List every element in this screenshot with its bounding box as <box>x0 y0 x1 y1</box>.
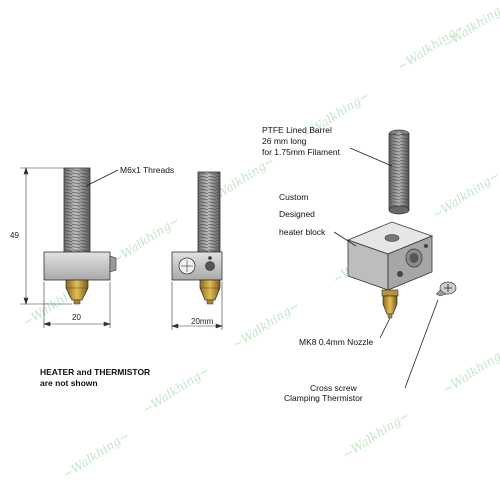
screw-label-line1: Cross screw <box>310 383 357 393</box>
width-dimension-left <box>43 282 111 328</box>
custom-label: Custom <box>279 192 309 202</box>
ptfe-barrel <box>388 129 410 215</box>
width-dimension-right-label: 20mm <box>191 317 214 326</box>
height-dimension <box>20 167 72 305</box>
width-dimension-right <box>171 282 223 330</box>
front-view <box>43 167 119 305</box>
ptfe-label-line2: 26 mm long <box>262 136 307 146</box>
cross-screw <box>435 281 457 297</box>
width-dimension-left-label: 20 <box>72 313 81 322</box>
nozzle-front <box>65 279 89 301</box>
nozzle-side <box>199 279 221 301</box>
note-line1: HEATER and THERMISTOR <box>40 367 151 377</box>
heater-block-label: heater block <box>279 227 326 237</box>
ptfe-label-line1: PTFE Lined Barrel <box>262 125 332 135</box>
screw-label-line2: Clamping Thermistor <box>284 393 363 403</box>
heater-block-front <box>43 251 111 281</box>
threads-label: M6x1 Threads <box>120 165 175 175</box>
side-view <box>171 171 223 305</box>
threads-leader <box>85 169 119 187</box>
nozzle-iso <box>382 295 398 315</box>
nozzle-label: MK8 0.4mm Nozzle <box>299 337 374 347</box>
heater-block-iso <box>346 221 434 319</box>
thermistor-hole <box>205 261 215 271</box>
designed-label: Designed <box>279 209 315 219</box>
nozzle-leader <box>379 317 391 339</box>
ptfe-label-line3: for 1.75mm Filament <box>262 147 340 157</box>
ptfe-leader <box>349 147 393 167</box>
heater-block-leader <box>333 231 357 247</box>
screw-leader <box>404 299 439 389</box>
height-dimension-label: 49 <box>10 231 19 240</box>
note-line2: are not shown <box>40 378 98 388</box>
